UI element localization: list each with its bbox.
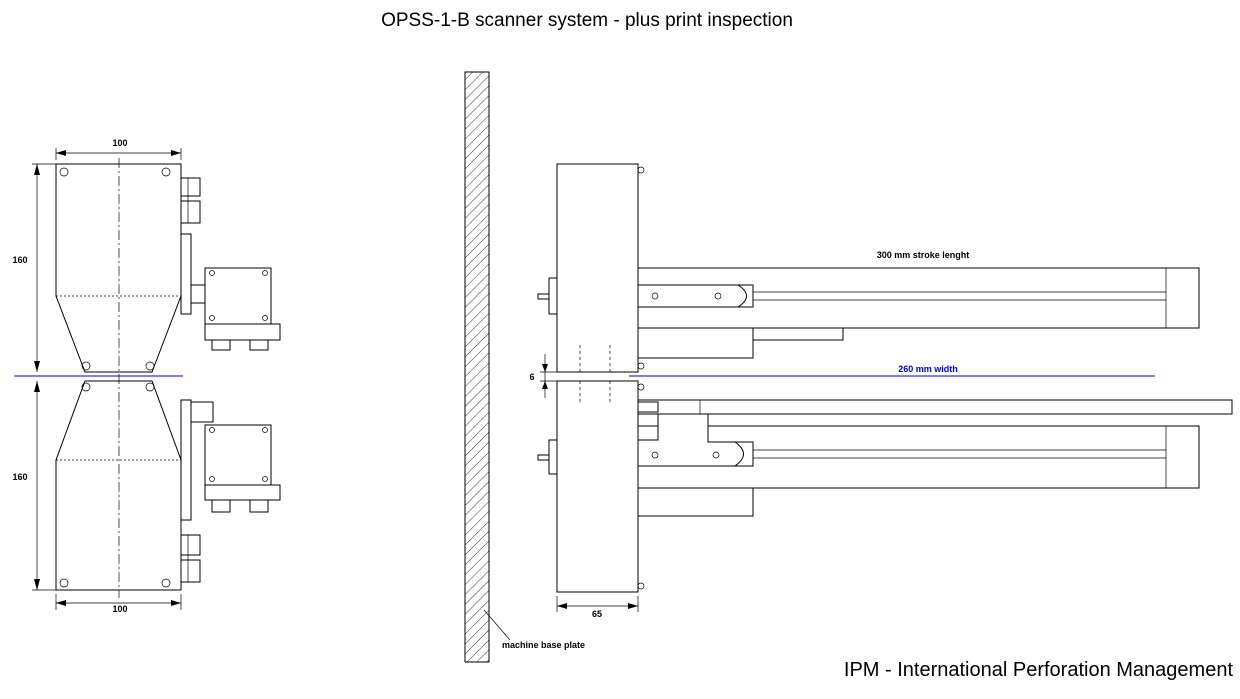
upper-housing <box>537 163 645 373</box>
dim-depth: 65 <box>556 596 639 619</box>
dim-width-top-label: 100 <box>112 138 127 148</box>
lower-scanner-head <box>55 380 281 591</box>
upper-scanner-head <box>55 163 281 373</box>
base-plate-label: machine base plate <box>502 640 585 650</box>
dim-depth-label: 65 <box>592 609 602 619</box>
dim-width-bottom-label: 100 <box>112 604 127 614</box>
dim-height-bottom-label: 160 <box>12 472 27 482</box>
dim-width-bottom: 100 <box>55 594 182 614</box>
drawing-title: OPSS-1-B scanner system - plus print ins… <box>381 10 793 31</box>
lower-housing <box>537 380 645 593</box>
dim-height-top-label: 160 <box>12 255 27 265</box>
company-footer: IPM - International Perforation Manageme… <box>844 659 1234 681</box>
stroke-label: 300 mm stroke lenght <box>877 250 970 260</box>
dim-gap-label: 6 <box>529 372 534 382</box>
dim-width-top: 100 <box>55 138 182 160</box>
machine-base-plate: machine base plate <box>464 71 585 663</box>
web-width-label: 260 mm width <box>898 364 958 374</box>
dim-height-bottom: 160 <box>12 381 56 591</box>
front-view: 100 160 160 <box>12 138 281 614</box>
side-view: 300 mm stroke lenght 6 260 mm width <box>529 163 1233 619</box>
lower-linear-axis <box>637 399 1233 517</box>
upper-linear-axis <box>637 267 1200 359</box>
dim-gap: 6 <box>529 354 557 398</box>
dim-height-top: 160 <box>12 163 56 372</box>
